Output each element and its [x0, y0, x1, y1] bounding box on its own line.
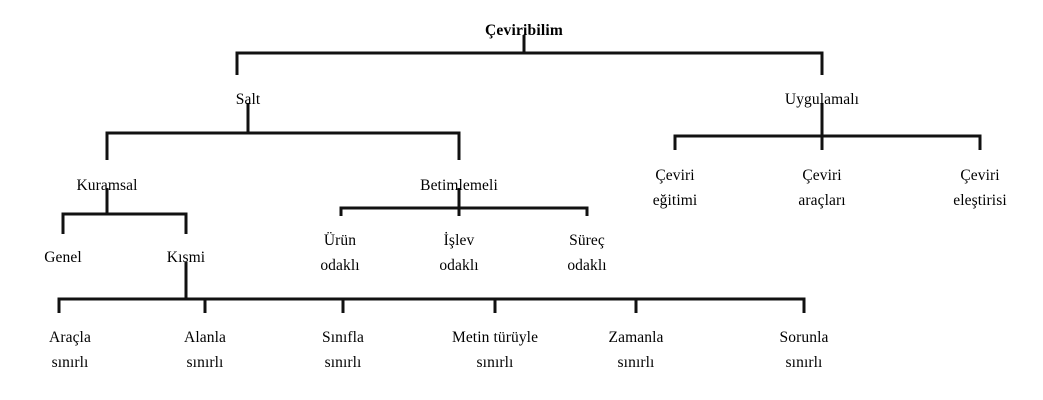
node-label-line: sınırlı [617, 354, 655, 372]
node-label-line: sınırlı [186, 354, 224, 372]
node-label-line: Ürün [323, 232, 357, 249]
node-surec-odakli: Süreç odaklı [567, 228, 606, 278]
node-kismi: Kısmi [167, 245, 205, 270]
node-label-line: araçları [798, 192, 846, 210]
node-label-line: Süreç [569, 232, 605, 249]
node-label-line: odaklı [567, 257, 607, 275]
node-root: Çeviribilim [485, 18, 563, 43]
node-label-line: odaklı [439, 257, 479, 275]
node-salt: Salt [236, 87, 261, 112]
node-metin-turuyle: Metin türüyle sınırlı [452, 325, 538, 375]
node-label-line: Çeviribilim [485, 22, 563, 39]
node-ceviri-araclari: Çeviri araçları [798, 163, 845, 213]
node-label-line: eleştirisi [953, 192, 1007, 210]
node-label-line: eğitimi [652, 192, 698, 210]
node-label-line: Kuramsal [76, 177, 138, 194]
node-aracla: Araçla sınırlı [49, 325, 91, 375]
node-label-line: Betimlemeli [420, 177, 498, 194]
node-ceviri-elestirisi: Çeviri eleştirisi [953, 163, 1007, 213]
node-label-line: sınırlı [476, 354, 514, 372]
node-label-line: Çeviri [802, 167, 842, 184]
node-label-line: Çeviri [655, 167, 695, 184]
node-alanla: Alanla sınırlı [184, 325, 226, 375]
node-ceviri-egitimi: Çeviri eğitimi [653, 163, 698, 213]
node-label-line: sınırlı [51, 354, 89, 372]
node-label-line: sınırlı [785, 354, 823, 372]
node-sorunla: Sorunla sınırlı [780, 325, 829, 375]
node-islev-odakli: İşlev odaklı [439, 228, 478, 278]
node-label-line: Uygulamalı [784, 91, 860, 108]
node-label-line: Kısmi [166, 249, 206, 266]
node-label-line: Genel [44, 249, 82, 266]
node-urun-odakli: Ürün odaklı [320, 228, 359, 278]
node-label-line: Metin türüyle [451, 329, 539, 346]
node-label-line: sınırlı [324, 354, 362, 372]
node-label-line: Alanla [184, 329, 226, 346]
node-sinifla: Sınıfla sınırlı [322, 325, 364, 375]
node-uygulamali: Uygulamalı [785, 87, 859, 112]
node-label-line: Araçla [49, 329, 91, 346]
node-label-line: Sınıfla [321, 329, 365, 346]
node-label-line: Çeviri [960, 167, 1000, 184]
node-label-line: İşlev [443, 232, 475, 249]
node-zamanla: Zamanla sınırlı [609, 325, 664, 375]
node-genel: Genel [44, 245, 82, 270]
node-label-line: Salt [235, 91, 261, 108]
node-label-line: Sorunla [779, 329, 829, 346]
node-label-line: odaklı [320, 257, 360, 275]
node-betimlemeli: Betimlemeli [420, 173, 498, 198]
node-label-line: Zamanla [608, 329, 664, 346]
node-kuramsal: Kuramsal [76, 173, 137, 198]
